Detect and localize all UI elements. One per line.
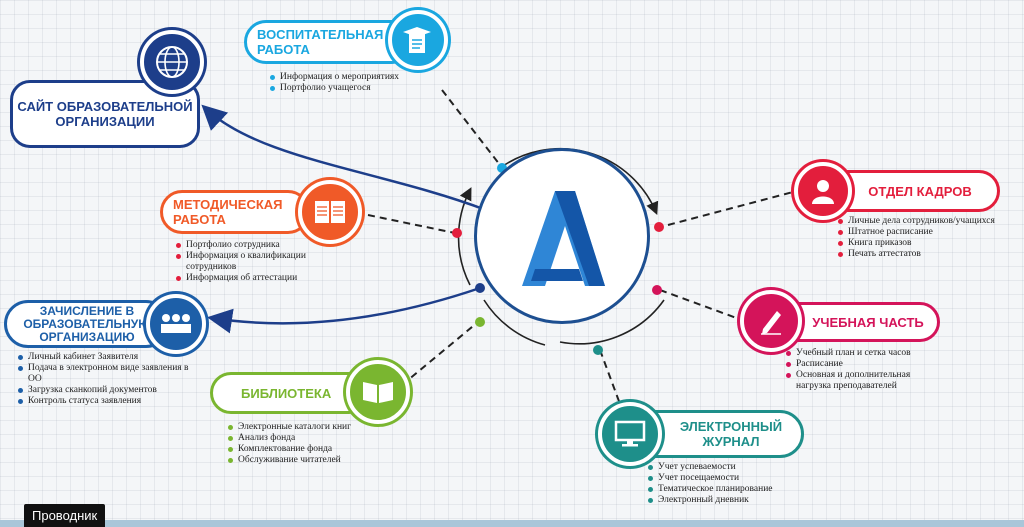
list-item: Анализ фонда [228, 433, 388, 444]
documents-icon [298, 180, 362, 244]
list-item: Информация о мероприятиях [270, 72, 430, 83]
graduation-document-icon [388, 10, 448, 70]
uchebnaya-list: Учебный план и сетка часов Расписание Ос… [786, 348, 946, 392]
biblioteka-title: Библиотека [210, 372, 370, 414]
list-item: Портфолио сотрудника [176, 240, 336, 251]
pen-icon [740, 290, 802, 352]
taskbar [0, 520, 1024, 527]
center-logo-icon [522, 191, 605, 286]
taskbar-explorer-label[interactable]: Проводник [24, 504, 106, 527]
list-item: Печать аттестатов [838, 249, 1024, 260]
site-title: Сайт образовательной организации [10, 80, 200, 148]
list-item: Личные дела сотрудников/учащихся [838, 216, 1024, 227]
vospit-list: Информация о мероприятиях Портфолио учащ… [270, 72, 430, 94]
connector-metod [367, 214, 456, 234]
list-item: Основная и дополнительная нагрузка препо… [786, 370, 946, 392]
zachislenie-list: Личный кабинет Заявителя Подача в электр… [18, 352, 198, 407]
connector-kadry [667, 191, 794, 226]
list-item: Информация о квалификации сотрудников [176, 251, 336, 273]
list-item: Портфолио учащегося [270, 83, 430, 94]
list-item: Учебный план и сетка часов [786, 348, 946, 359]
list-item: Электронный дневник [648, 495, 818, 506]
metod-title: Методическая работа [160, 190, 310, 234]
people-icon [146, 294, 206, 354]
list-item: Учет посещаемости [648, 473, 818, 484]
list-item: Обслуживание читателей [228, 455, 388, 466]
list-item: Электронные каталоги книг [228, 422, 388, 433]
connector-uchebnaya [659, 289, 743, 321]
globe-icon [140, 30, 204, 94]
list-item: Книга приказов [838, 238, 1024, 249]
list-item: Штатное расписание [838, 227, 1024, 238]
connector-biblioteka [401, 321, 479, 386]
list-item: Подача в электронном виде заявления в ОО [18, 363, 198, 385]
zachislenie-title: Зачисление в образовательную организацию [4, 300, 170, 348]
arrow-to-zachislenie [207, 286, 481, 334]
book-icon [346, 360, 410, 424]
monitor-icon [598, 402, 662, 466]
arrow-to-site [201, 104, 487, 212]
list-item: Учет успеваемости [648, 462, 818, 473]
center-hub [474, 148, 650, 324]
list-item: Загрузка сканкопий документов [18, 385, 198, 396]
list-item: Комплектование фонда [228, 444, 388, 455]
metod-list: Портфолио сотрудника Информация о квалиф… [176, 240, 336, 284]
list-item: Тематическое планирование [648, 484, 818, 495]
list-item: Личный кабинет Заявителя [18, 352, 198, 363]
list-item: Информация об аттестации [176, 273, 336, 284]
connector-zhurnal [599, 349, 621, 405]
kadry-list: Личные дела сотрудников/учащихся Штатное… [838, 216, 1024, 260]
zhurnal-list: Учет успеваемости Учет посещаемости Тема… [648, 462, 818, 506]
connector-vospit [441, 89, 501, 166]
list-item: Расписание [786, 359, 946, 370]
person-icon [794, 162, 852, 220]
biblioteka-list: Электронные каталоги книг Анализ фонда К… [228, 422, 388, 466]
list-item: Контроль статуса заявления [18, 396, 198, 407]
vospit-title: Воспитательная работа [244, 20, 414, 64]
